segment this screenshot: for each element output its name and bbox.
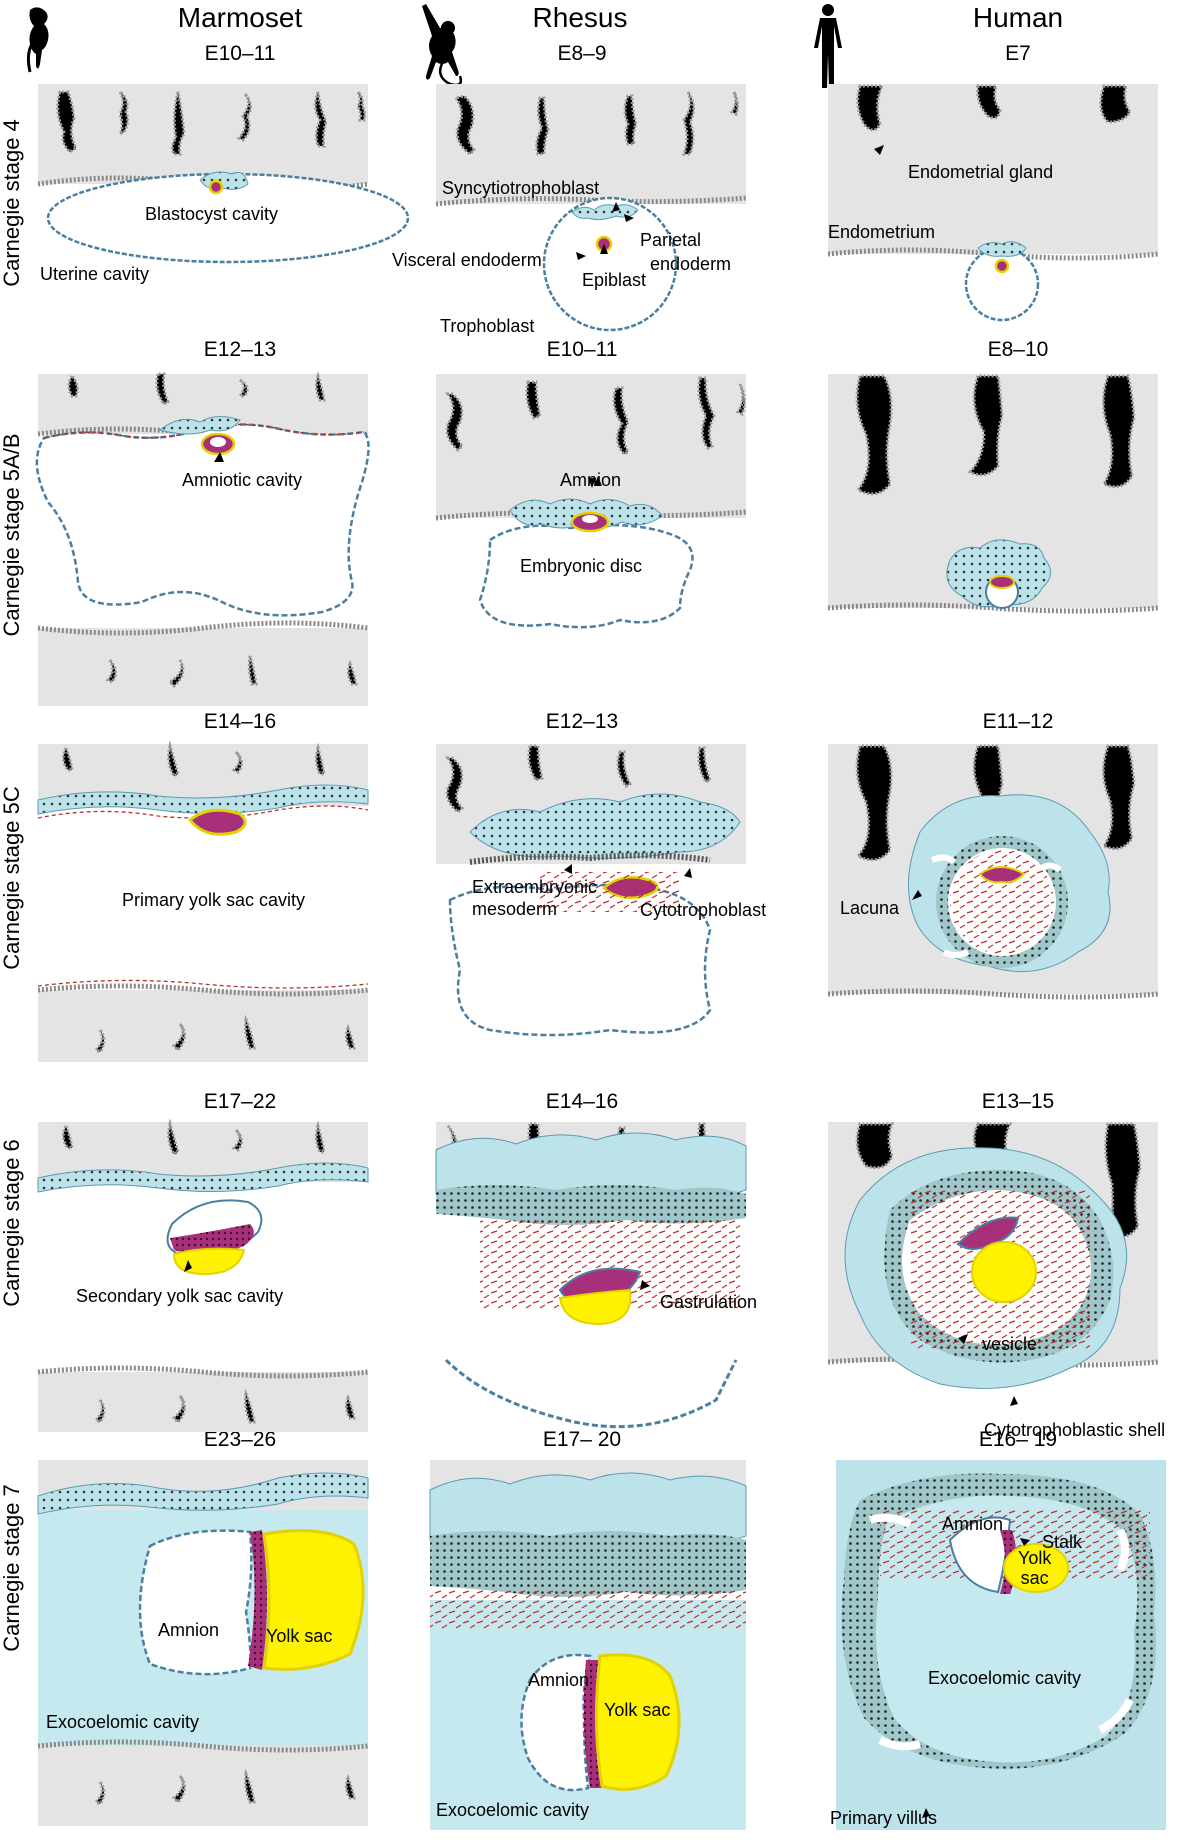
label-exocoelomic-cavity-rhesus: Exocoelomic cavity [436, 1800, 590, 1820]
species-header-marmoset: Marmoset [177, 2, 303, 33]
label-amnion-human: Amnion [942, 1514, 1004, 1534]
age-r4-rhesus: E14–16 [545, 1090, 619, 1113]
label-amnion-r2: Amnion [560, 470, 622, 490]
panel-r3-rhesus [436, 744, 746, 1037]
label-parietal-endoderm: Parietal endoderm [640, 230, 732, 274]
age-r3-rhesus: E12–13 [545, 710, 619, 733]
panel-r3-marmoset [37, 740, 369, 1062]
age-r2-marmoset: E12–13 [203, 338, 277, 361]
panel-r4-human [827, 1122, 1159, 1389]
label-uterine-cavity: Uterine cavity [40, 264, 150, 284]
label-embryonic-disc: Embryonic disc [520, 556, 643, 576]
label-cytotrophoblastic-shell: Cytotrophoblastic shell [984, 1420, 1166, 1440]
panel-r1-rhesus [435, 84, 747, 332]
panel-r2-rhesus [435, 374, 747, 629]
label-epiblast: Epiblast [582, 270, 647, 290]
age-r3-marmoset: E14–16 [203, 710, 277, 733]
panel-r1-marmoset [37, 84, 410, 264]
panel-r5-rhesus [429, 1460, 747, 1830]
panel-r5-human [836, 1460, 1166, 1830]
label-blastocyst-cavity: Blastocyst cavity [145, 204, 279, 224]
species-header-rhesus: Rhesus [532, 2, 628, 33]
panel-r4-marmoset [37, 1118, 369, 1432]
age-r4-marmoset: E17–22 [203, 1090, 277, 1113]
pointer-arrows [184, 145, 1030, 1818]
panel-r1-human [827, 84, 1159, 322]
label-amnion-rhesus: Amnion [528, 1670, 590, 1690]
age-r4-human: E13–15 [981, 1090, 1055, 1113]
label-exocoelomic-cavity-human: Exocoelomic cavity [928, 1668, 1082, 1688]
label-secondary-yolk-sac-cavity: Secondary yolk sac cavity [76, 1286, 284, 1306]
age-r5-human: E16– 19 [978, 1428, 1058, 1451]
panel-r3-human [827, 744, 1159, 1000]
age-r2-rhesus: E10–11 [546, 338, 618, 361]
panel-r2-human [827, 374, 1159, 614]
label-lacuna: Lacuna [840, 898, 900, 918]
label-visceral-endoderm: Visceral endoderm [392, 250, 542, 270]
label-amnion-marmoset: Amnion [158, 1620, 220, 1640]
panel-r2-marmoset [35, 371, 370, 706]
age-r1-marmoset: E10–11 [204, 42, 276, 65]
label-primary-yolk-sac-cavity: Primary yolk sac cavity [122, 890, 306, 910]
human-icon [814, 4, 842, 88]
label-stalk: Stalk [1042, 1532, 1083, 1552]
label-cytotrophoblast: Cytotrophoblast [640, 900, 767, 920]
label-primary-villus: Primary villus [830, 1808, 938, 1828]
age-r2-human: E8–10 [987, 338, 1049, 361]
species-header-human: Human [972, 2, 1064, 33]
label-gastrulation: Gastrulation [660, 1292, 758, 1312]
label-exocoelomic-cavity-marmoset: Exocoelomic cavity [46, 1712, 200, 1732]
age-r3-human: E11–12 [982, 710, 1054, 733]
age-r5-rhesus: E17– 20 [542, 1428, 622, 1451]
panel-r5-marmoset [37, 1460, 369, 1826]
label-yolk-sac-marmoset: Yolk sac [266, 1626, 333, 1646]
label-trophoblast: Trophoblast [440, 316, 535, 336]
marmoset-icon [26, 7, 49, 73]
label-endometrial-gland: Endometrial gland [908, 162, 1054, 182]
age-r1-rhesus: E8–9 [557, 42, 607, 65]
label-vesicle: vesicle [982, 1334, 1038, 1354]
panel-r4-rhesus [435, 1122, 747, 1429]
label-yolk-sac-rhesus: Yolk sac [604, 1700, 671, 1720]
label-endometrium: Endometrium [828, 222, 936, 242]
age-r1-human: E7 [1005, 42, 1031, 65]
label-syncytiotrophoblast: Syncytiotrophoblast [442, 178, 600, 198]
label-amniotic-cavity: Amniotic cavity [182, 470, 303, 490]
age-r5-marmoset: E23–26 [203, 1428, 277, 1451]
